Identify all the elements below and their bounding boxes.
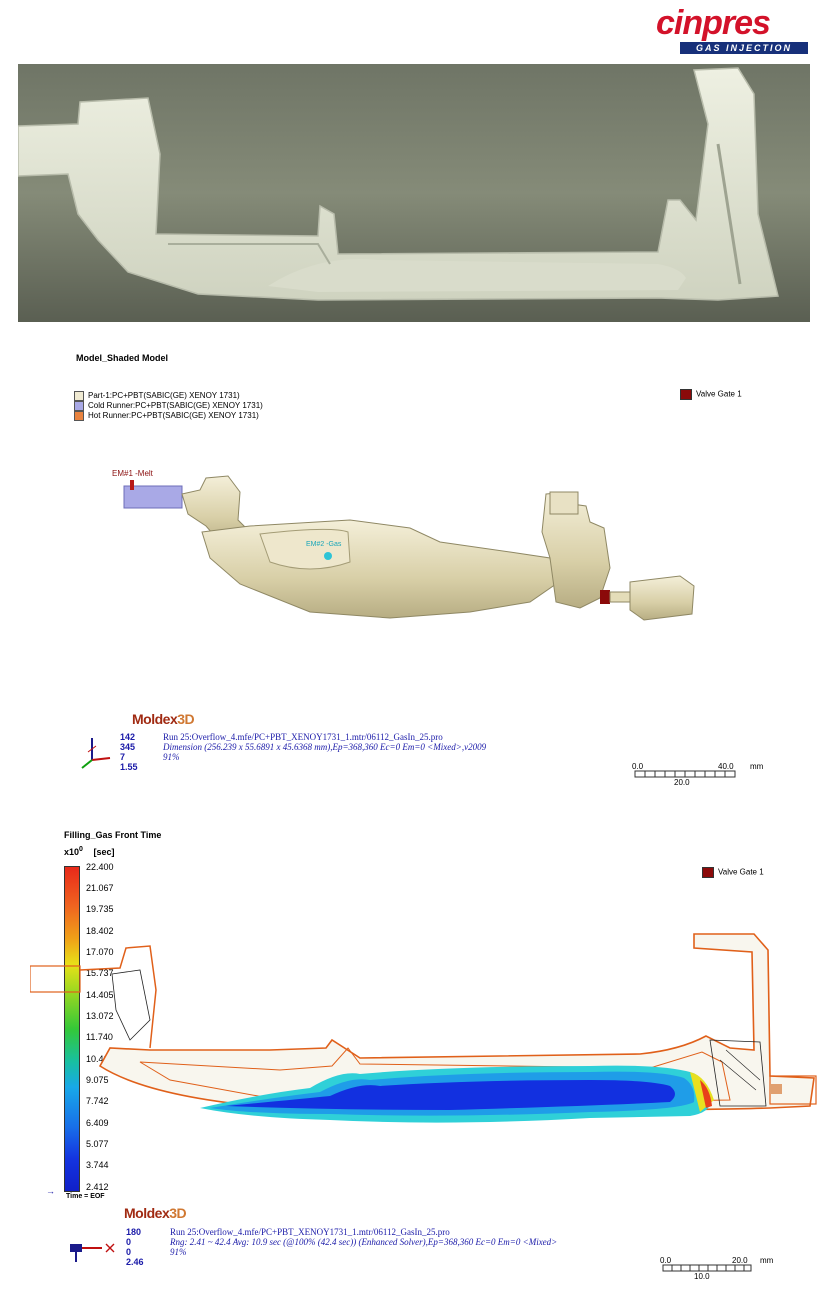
logo-word: cinpres — [656, 4, 771, 42]
axis-triad-icon-2 — [70, 1243, 115, 1262]
run-numbers-2: 180 0 0 2.46 — [126, 1227, 144, 1267]
time-eof-label: Time = EOF — [66, 1193, 105, 1200]
result-title: Filling_Gas Front Time — [64, 830, 162, 840]
material-legend: Part-1:PC+PBT(SABIC(GE) XENOY 1731) Cold… — [74, 391, 263, 421]
legend-swatch — [74, 401, 84, 411]
valve-gate-legend-2: Valve Gate 1 — [702, 867, 764, 878]
legend-hot-runner: Hot Runner:PC+PBT(SABIC(GE) XENOY 1731) — [74, 411, 263, 421]
legend-swatch — [74, 411, 84, 421]
valve-gate-marker — [600, 590, 610, 604]
gas-entry-marker — [324, 552, 332, 560]
shaded-3d-model — [123, 475, 695, 621]
scale-bar-2: 0.0 20.0 mm 10.0 — [660, 1256, 774, 1281]
valve-gate-swatch — [702, 867, 714, 878]
legend-swatch — [74, 391, 84, 401]
valve-gate-legend-1: Valve Gate 1 — [680, 389, 742, 400]
unit-header: x100 [sec] — [64, 846, 115, 857]
moldex3d-brand-2: Moldex3D — [124, 1205, 187, 1221]
legend-part: Part-1:PC+PBT(SABIC(GE) XENOY 1731) — [74, 391, 263, 401]
current-value-arrow: → — [46, 1186, 55, 1196]
cinpres-logo: cinpres GAS INJECTION — [652, 4, 808, 54]
cold-runner — [123, 485, 183, 509]
overflow-block — [629, 575, 695, 621]
scale-bar-1: 0.0 40.0 mm 20.0 — [632, 762, 764, 787]
legend-cold-runner: Cold Runner:PC+PBT(SABIC(GE) XENOY 1731) — [74, 401, 263, 411]
color-scale-bar — [64, 866, 80, 1192]
em2-gas-label: EM#2 -Gas — [306, 541, 342, 548]
scale-ruler — [634, 770, 736, 778]
run-description-2: Run 25:Overflow_4.mfe/PC+PBT_XENOY1731_1… — [170, 1227, 558, 1257]
model-title: Model_Shaded Model — [76, 353, 169, 363]
scale-ruler-2 — [662, 1264, 752, 1272]
logo-tagline: GAS INJECTION — [680, 42, 808, 54]
gas-front-section — [30, 933, 817, 1123]
sectioned-part-photo — [18, 64, 810, 322]
axis-triad-icon — [81, 738, 111, 769]
run-numbers: 142 345 7 1.55 — [120, 732, 138, 772]
run-description: Run 25:Overflow_4.mfe/PC+PBT_XENOY1731_1… — [163, 732, 487, 762]
valve-gate-swatch — [680, 389, 692, 400]
moldex3d-brand: Moldex3D — [132, 711, 195, 727]
em1-melt-label: EM#1 -Melt — [112, 469, 153, 478]
